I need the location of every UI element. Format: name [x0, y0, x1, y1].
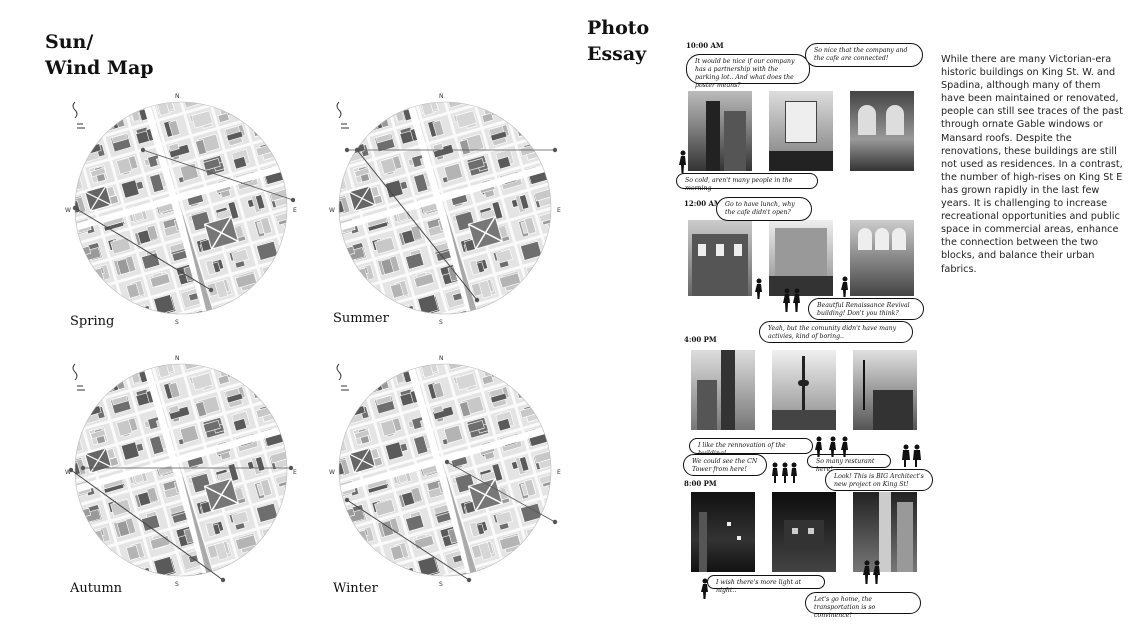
- photo-street-morning: [688, 91, 752, 171]
- sun-wind-diagram: N S E W: [329, 93, 561, 326]
- compass-n: N: [439, 355, 444, 362]
- wind-icon: [336, 363, 349, 391]
- photo-transit-station: [853, 492, 917, 572]
- compass-n: N: [175, 355, 180, 362]
- photo-cn-tower: [772, 350, 836, 430]
- compass-n: N: [439, 93, 444, 100]
- compass-e: E: [293, 469, 297, 476]
- compass-s: S: [439, 319, 443, 326]
- season-label-winter: Winter: [333, 581, 378, 596]
- photo-essay-title: Photo Essay: [587, 17, 650, 65]
- speech-bubble-cn-tower: We could see the CN Tower from here!: [683, 454, 767, 476]
- time-4pm: 4:00 PM: [684, 335, 717, 344]
- pedestrian-figure: [679, 150, 686, 173]
- photo-brick-building: [769, 220, 833, 296]
- time-12am: 12:00 AM: [684, 199, 722, 208]
- compass-w: W: [329, 207, 335, 214]
- pedestrian-figure: [755, 278, 762, 299]
- sun-wind-diagram: N S E W: [65, 93, 297, 326]
- speech-bubble-restaurants: So many resturant here!: [807, 454, 891, 473]
- wind-icon: [72, 363, 85, 391]
- speech-bubble-partnership: It would be nice if our company has a pa…: [686, 54, 810, 89]
- pedestrian-couple: [902, 444, 921, 467]
- pedestrian-figure: [815, 436, 822, 457]
- speech-bubble-cold-morning: So cold, aren't many people in the morni…: [676, 173, 818, 192]
- compass-w: W: [65, 207, 71, 214]
- season-label-spring: Spring: [70, 314, 115, 329]
- summer-map: N S E W: [327, 90, 563, 326]
- speech-bubble-big-project: Look! This is BIG Architect's new projec…: [825, 469, 933, 491]
- compass-e: E: [557, 207, 561, 214]
- speech-bubble-lunch: Go to have lunch, why the cafe didn't op…: [716, 197, 812, 221]
- pedestrian-figure: [841, 276, 848, 297]
- compass-e: E: [293, 207, 297, 214]
- photo-night-building: [772, 492, 836, 572]
- pedestrian-couple: [863, 560, 880, 584]
- spring-map: N S E W: [63, 90, 299, 326]
- autumn-map: N S E W: [63, 352, 299, 588]
- season-label-autumn: Autumn: [70, 581, 123, 596]
- sun-wind-diagram: N S E W: [65, 355, 297, 588]
- wind-icon: [336, 101, 349, 129]
- photo-big-project: [853, 350, 917, 430]
- season-label-summer: Summer: [333, 311, 389, 326]
- wind-icon: [72, 101, 85, 129]
- photo-cafe-interior: [850, 91, 914, 171]
- winter-map: N S E W: [327, 352, 563, 588]
- pedestrian-couple: [783, 288, 800, 312]
- compass-e: E: [557, 469, 561, 476]
- speech-bubble-transportation: Let's go home, the transportation is so …: [805, 592, 921, 619]
- speech-bubble-more-light: I wish there's more light at night..: [707, 575, 825, 594]
- speech-bubble-connected: So nice that the company and the cafe ar…: [805, 43, 923, 67]
- time-8pm: 8:00 PM: [684, 479, 717, 488]
- photo-renaissance-building: [850, 220, 914, 296]
- compass-w: W: [65, 469, 71, 476]
- compass-s: S: [439, 581, 443, 588]
- compass-s: S: [175, 581, 179, 588]
- photo-night-street: [691, 492, 755, 572]
- sun-wind-map-title: Sun/ Wind Map: [45, 31, 154, 79]
- time-10am: 10:00 AM: [686, 41, 724, 50]
- pedestrian-group: [772, 462, 797, 483]
- compass-s: S: [175, 319, 179, 326]
- photo-highrise: [691, 350, 755, 430]
- pedestrian-figure: [701, 578, 708, 599]
- compass-w: W: [329, 469, 335, 476]
- essay-paragraph: While there are many Victorian-era histo…: [941, 54, 1123, 275]
- speech-bubble-community: Yeah, but the comunity didn't have many …: [759, 321, 913, 343]
- sun-wind-diagram: N S E W: [329, 355, 561, 588]
- photo-poster-building: [769, 91, 833, 171]
- speech-bubble-renovation: I like the rennovation of the building!: [689, 438, 813, 457]
- compass-n: N: [175, 93, 180, 100]
- speech-bubble-renaissance: Beautful Renaissance Revival building! D…: [808, 298, 924, 320]
- pedestrian-group: [829, 436, 848, 457]
- photo-victorian-building: [688, 220, 752, 296]
